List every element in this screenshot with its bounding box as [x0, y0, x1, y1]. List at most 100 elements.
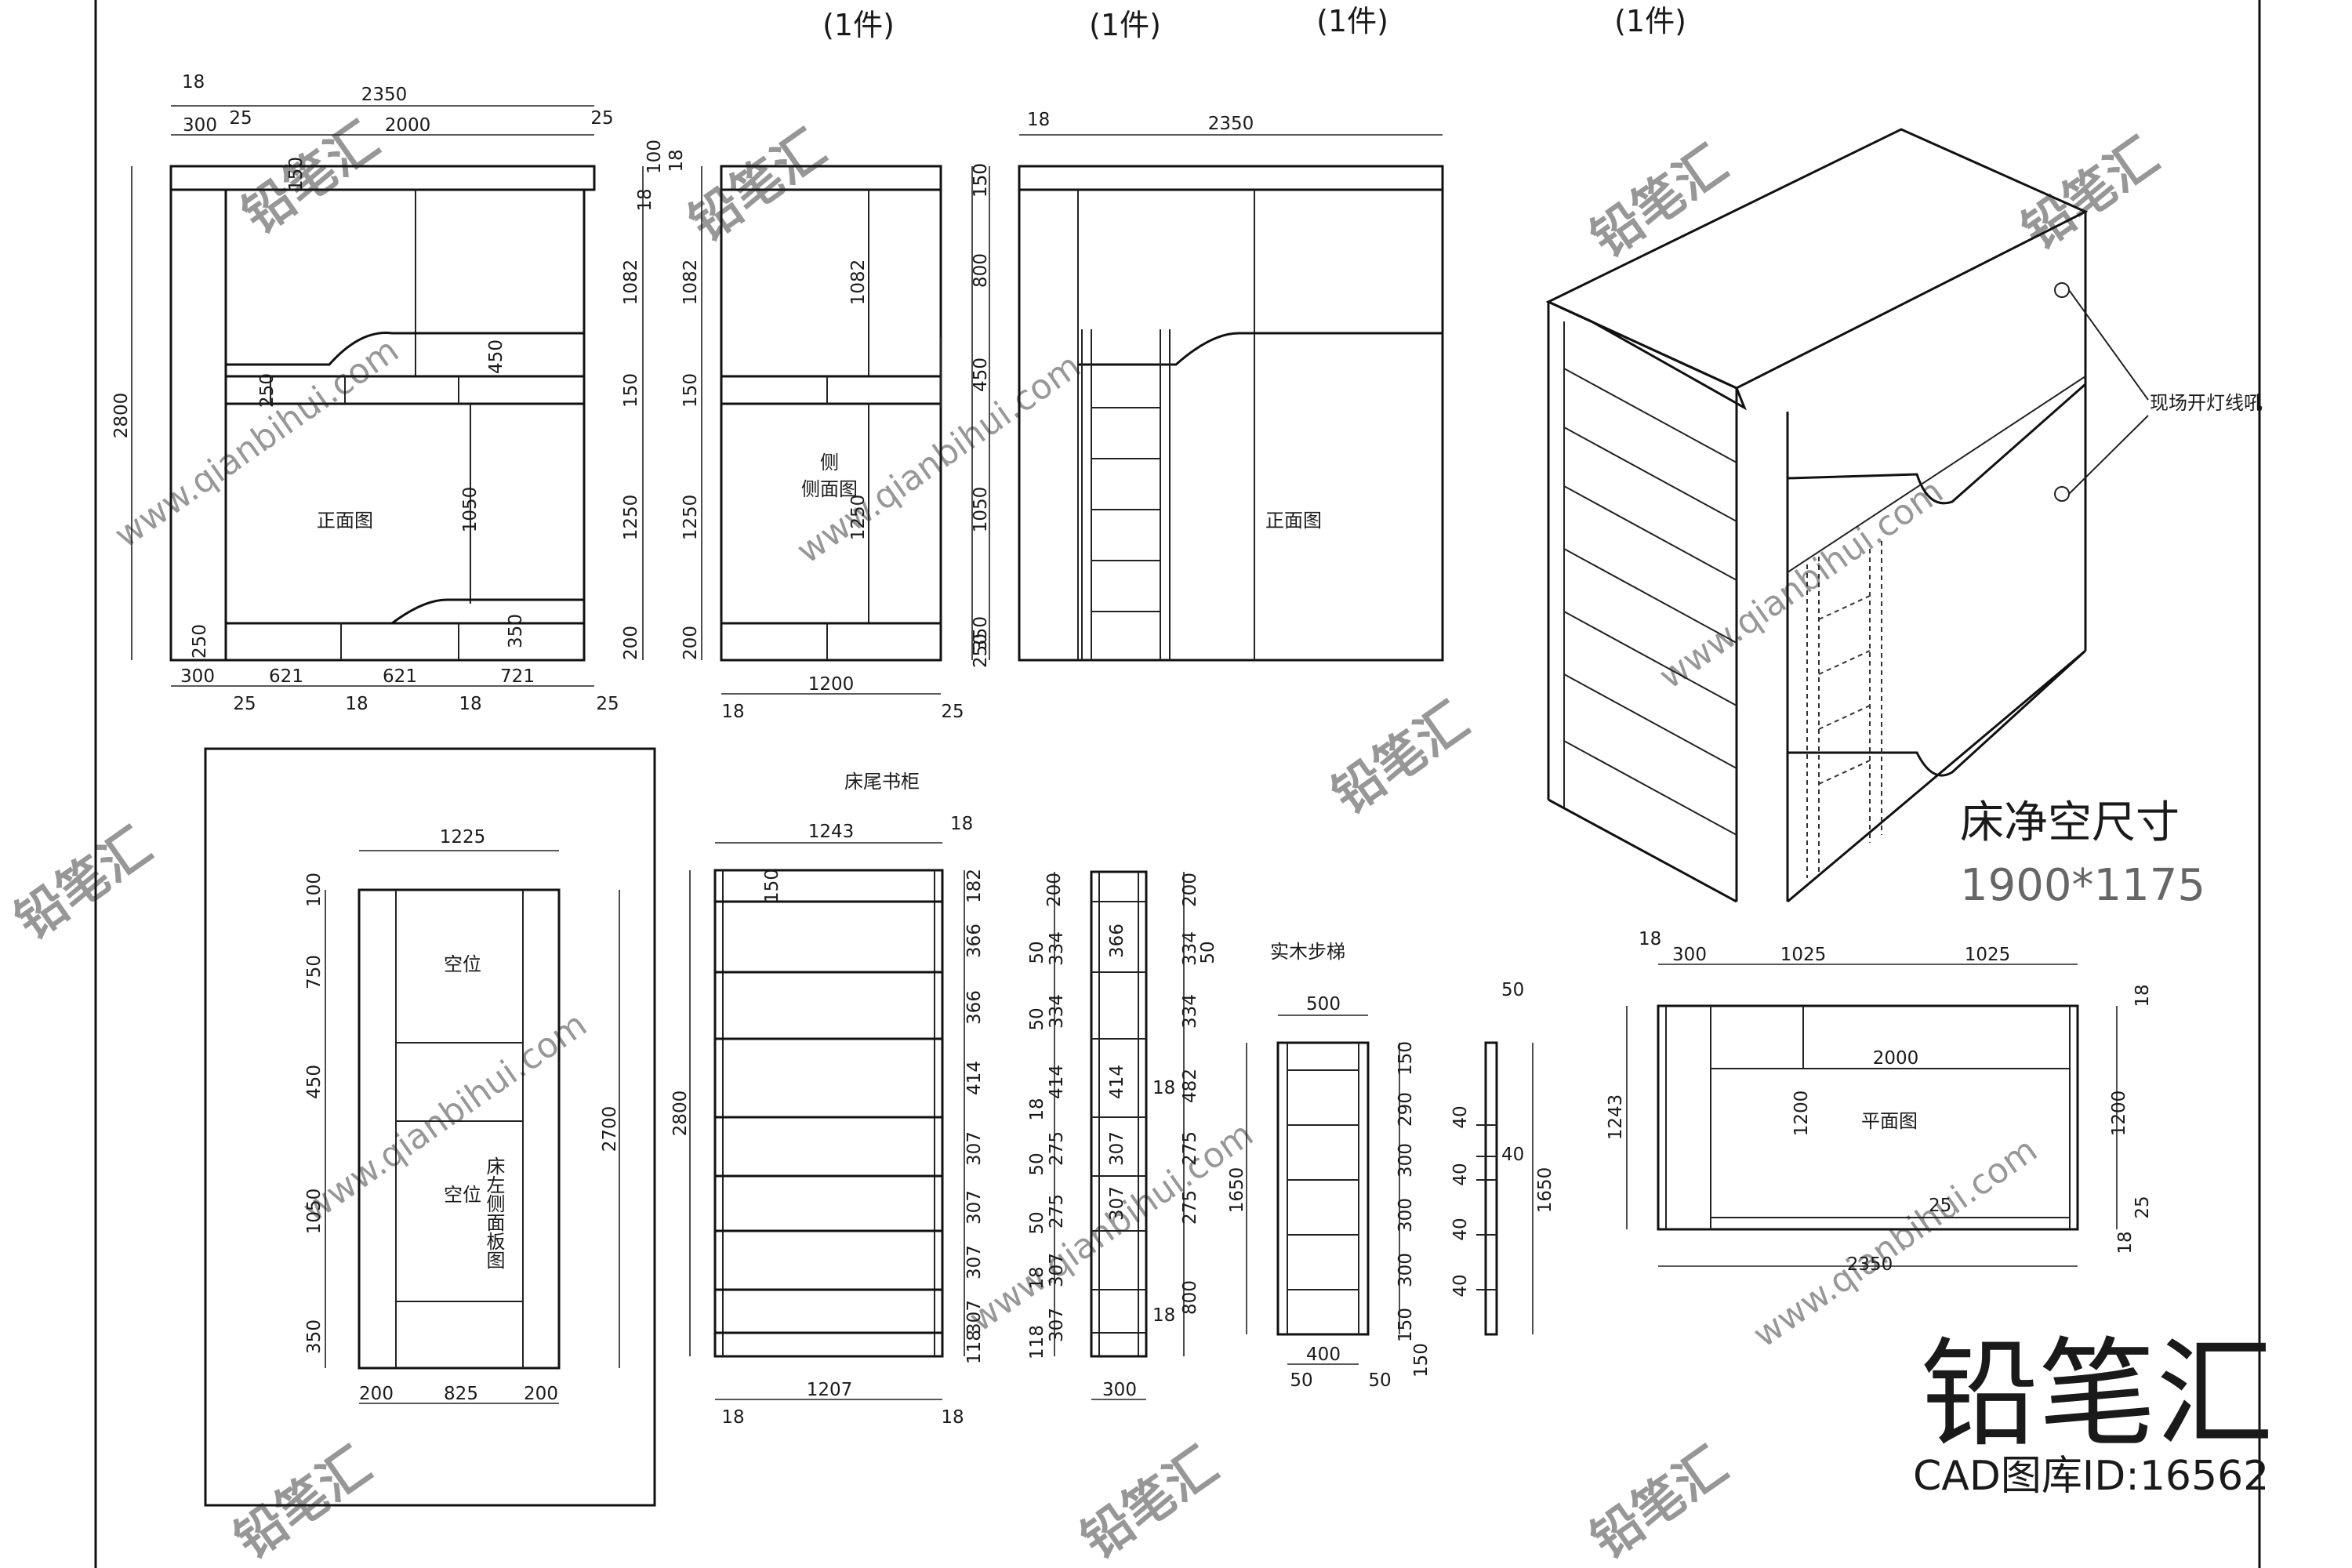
dim-bs-i-414: 414 [1107, 1065, 1127, 1099]
dim-fv-top-2000: 2000 [385, 115, 431, 136]
dim-sv-b-18: 18 [721, 702, 744, 722]
dim-pv-t-18: 18 [1639, 929, 1661, 949]
dim-lp-b-200b: 200 [524, 1384, 558, 1404]
dim-ls-s-40d: 40 [1450, 1218, 1471, 1240]
dim-lp-l-350: 350 [304, 1319, 325, 1354]
dim-sv-t-18: 18 [666, 149, 687, 172]
watermark-brand: 铅笔汇 [680, 119, 837, 253]
dim-bs-l-50b: 50 [1027, 1007, 1047, 1030]
bookcase-title: 床尾书柜 [844, 771, 920, 793]
dim-bs-i-307b: 307 [1107, 1186, 1127, 1221]
dim-ld-r-300b: 300 [1396, 1198, 1416, 1232]
dim-fv-top-25a: 25 [229, 108, 252, 129]
dim-pv-r-25: 25 [2132, 1196, 2153, 1218]
clear-size-title: 床净空尺寸 [1960, 797, 2180, 848]
dim-sv-r-250: 250 [971, 633, 991, 668]
dim-sv-b-25: 25 [941, 702, 964, 722]
dim-bs-r-275a: 275 [1180, 1131, 1200, 1166]
dim-bs-l-18a: 18 [1027, 1098, 1047, 1120]
dim-bs-i-366: 366 [1107, 924, 1127, 958]
dim-ld-b-50a: 50 [1290, 1370, 1312, 1391]
dim-fv-b-25b: 25 [596, 694, 619, 714]
watermark-brand: 铅笔汇 [2013, 127, 2169, 261]
dim-bs-l-18b: 18 [1027, 1266, 1047, 1289]
watermark-brand: 铅笔汇 [1072, 1436, 1229, 1568]
dim-bs-r-200: 200 [1180, 873, 1200, 907]
dim-fv-i-1050: 1050 [460, 487, 481, 533]
watermark-brand: 铅笔汇 [225, 1436, 382, 1568]
dim-ls-h-1650: 1650 [1535, 1167, 1555, 1214]
dim-bs-r-482: 482 [1180, 1069, 1200, 1103]
dim-fv-r-1250: 1250 [621, 495, 641, 541]
watermark-url: www.qianbihui.com [1652, 471, 1951, 697]
qty-tag-4: (1件) [1614, 4, 1686, 38]
qty-tag-2: (1件) [1089, 8, 1161, 42]
dim-bc-s-366a: 366 [964, 924, 985, 958]
dim-bc-s-307c: 307 [964, 1245, 985, 1279]
dim-sv-l-1250: 1250 [681, 495, 701, 541]
dim-ld-r-150a: 150 [1396, 1041, 1416, 1076]
dim-bs-l-50a: 50 [1027, 941, 1047, 964]
empty-slot-label-2: 空位 [444, 1184, 481, 1206]
dim-ld-h-1650: 1650 [1227, 1167, 1247, 1214]
dim-ld-r-150b: 150 [1396, 1308, 1416, 1342]
dim-ld-t-500: 500 [1306, 994, 1341, 1014]
side-view-label-1: 侧 [820, 452, 839, 474]
dim-bc-s-366b: 366 [964, 990, 985, 1025]
dim-lp-l-1050: 1050 [304, 1189, 325, 1235]
dim-bc-s-414: 414 [964, 1061, 985, 1095]
dim-fv-b-721: 721 [500, 666, 535, 687]
left-panel-view: 空位 空位 床左侧面板图 1225 100 750 450 1050 350 2… [204, 747, 656, 1507]
dim-bs-i-18a: 18 [1152, 1078, 1175, 1098]
ladder-title: 实木步梯 [1270, 941, 1345, 963]
dim-fv-b-25a: 25 [233, 694, 256, 714]
dim-bs-l-50c: 50 [1027, 1152, 1047, 1175]
dim-pv-r-1200: 1200 [2109, 1091, 2129, 1137]
dim-bs-l-307b: 307 [1047, 1308, 1067, 1342]
bookcase-front-view: 床尾书柜 1243 18 2800 150 182 366 366 414 30… [670, 771, 985, 1428]
dim-sv-l-1082: 1082 [681, 260, 701, 306]
dim-bs-l-50d: 50 [1027, 1211, 1047, 1234]
watermark-url: www.qianbihui.com [1746, 1130, 2045, 1356]
side-view: 侧 侧面图 18 150 1082 1250 200 150 250 1082 … [666, 149, 991, 722]
dim-fv-i-250b: 250 [190, 624, 210, 659]
dim-pv-r-18a: 18 [2132, 984, 2153, 1007]
dim-pv-b-2350: 2350 [1847, 1254, 1893, 1275]
dim-bc-b-18a: 18 [721, 1407, 744, 1428]
dim-bs-l-307a: 307 [1047, 1253, 1067, 1287]
ladder-front-view: 实木步梯 500 1650 150 290 300 300 300 150 40… [1227, 941, 1416, 1391]
dim-bc-s-118: 118 [964, 1330, 985, 1364]
dim-fv-r-450: 450 [486, 339, 506, 374]
dim-bs-l-200: 200 [1044, 873, 1065, 907]
dim-bs-l-334a: 334 [1047, 931, 1067, 966]
dim-ls-t-50: 50 [1501, 980, 1524, 1000]
dim-ls-s-40b: 40 [1501, 1145, 1524, 1165]
dim-fv-b-300: 300 [180, 666, 215, 687]
dim-fv-top-25b: 25 [590, 108, 613, 129]
dim-fv-b-621a: 621 [269, 666, 303, 687]
dim-bs-l-334b: 334 [1047, 994, 1067, 1029]
dim-lp-l-100: 100 [304, 873, 325, 907]
dim-lp-top-1225: 1225 [440, 827, 486, 848]
dim-pv-i-1200: 1200 [1791, 1091, 1812, 1137]
dim-fv-r-150: 150 [621, 373, 641, 408]
panel-title: 床左侧面板图 [483, 1156, 505, 1269]
dim-ls-s-40c: 40 [1450, 1163, 1471, 1185]
watermark-layer: 铅笔汇 铅笔汇 铅笔汇 铅笔汇 铅笔汇 铅笔汇 铅笔汇 铅笔汇 铅笔汇 www.… [5, 111, 2274, 1568]
watermark-brand: 铅笔汇 [5, 817, 162, 951]
dim-bc-h-2800: 2800 [670, 1091, 691, 1137]
dim-bc-b-18b: 18 [941, 1407, 964, 1428]
empty-slot-label: 空位 [444, 953, 481, 975]
dim-fv2-l-1050: 1050 [971, 487, 991, 533]
dim-fv-r-200: 200 [621, 626, 641, 660]
dim-bs-l-275b: 275 [1047, 1194, 1067, 1229]
dim-ls-s-40e: 40 [1450, 1274, 1471, 1297]
dim-fv-r-1082: 1082 [621, 260, 641, 306]
watermark-brand: 铅笔汇 [233, 111, 390, 245]
qty-tag-1: (1件) [822, 8, 895, 42]
front-view-label: 正面图 [317, 510, 373, 532]
dim-bc-t-18: 18 [950, 814, 973, 834]
dim-pv-t-1025a: 1025 [1780, 945, 1827, 965]
dim-sv-l-200: 200 [681, 626, 701, 660]
dim-pv-r-18b: 18 [2115, 1231, 2136, 1254]
